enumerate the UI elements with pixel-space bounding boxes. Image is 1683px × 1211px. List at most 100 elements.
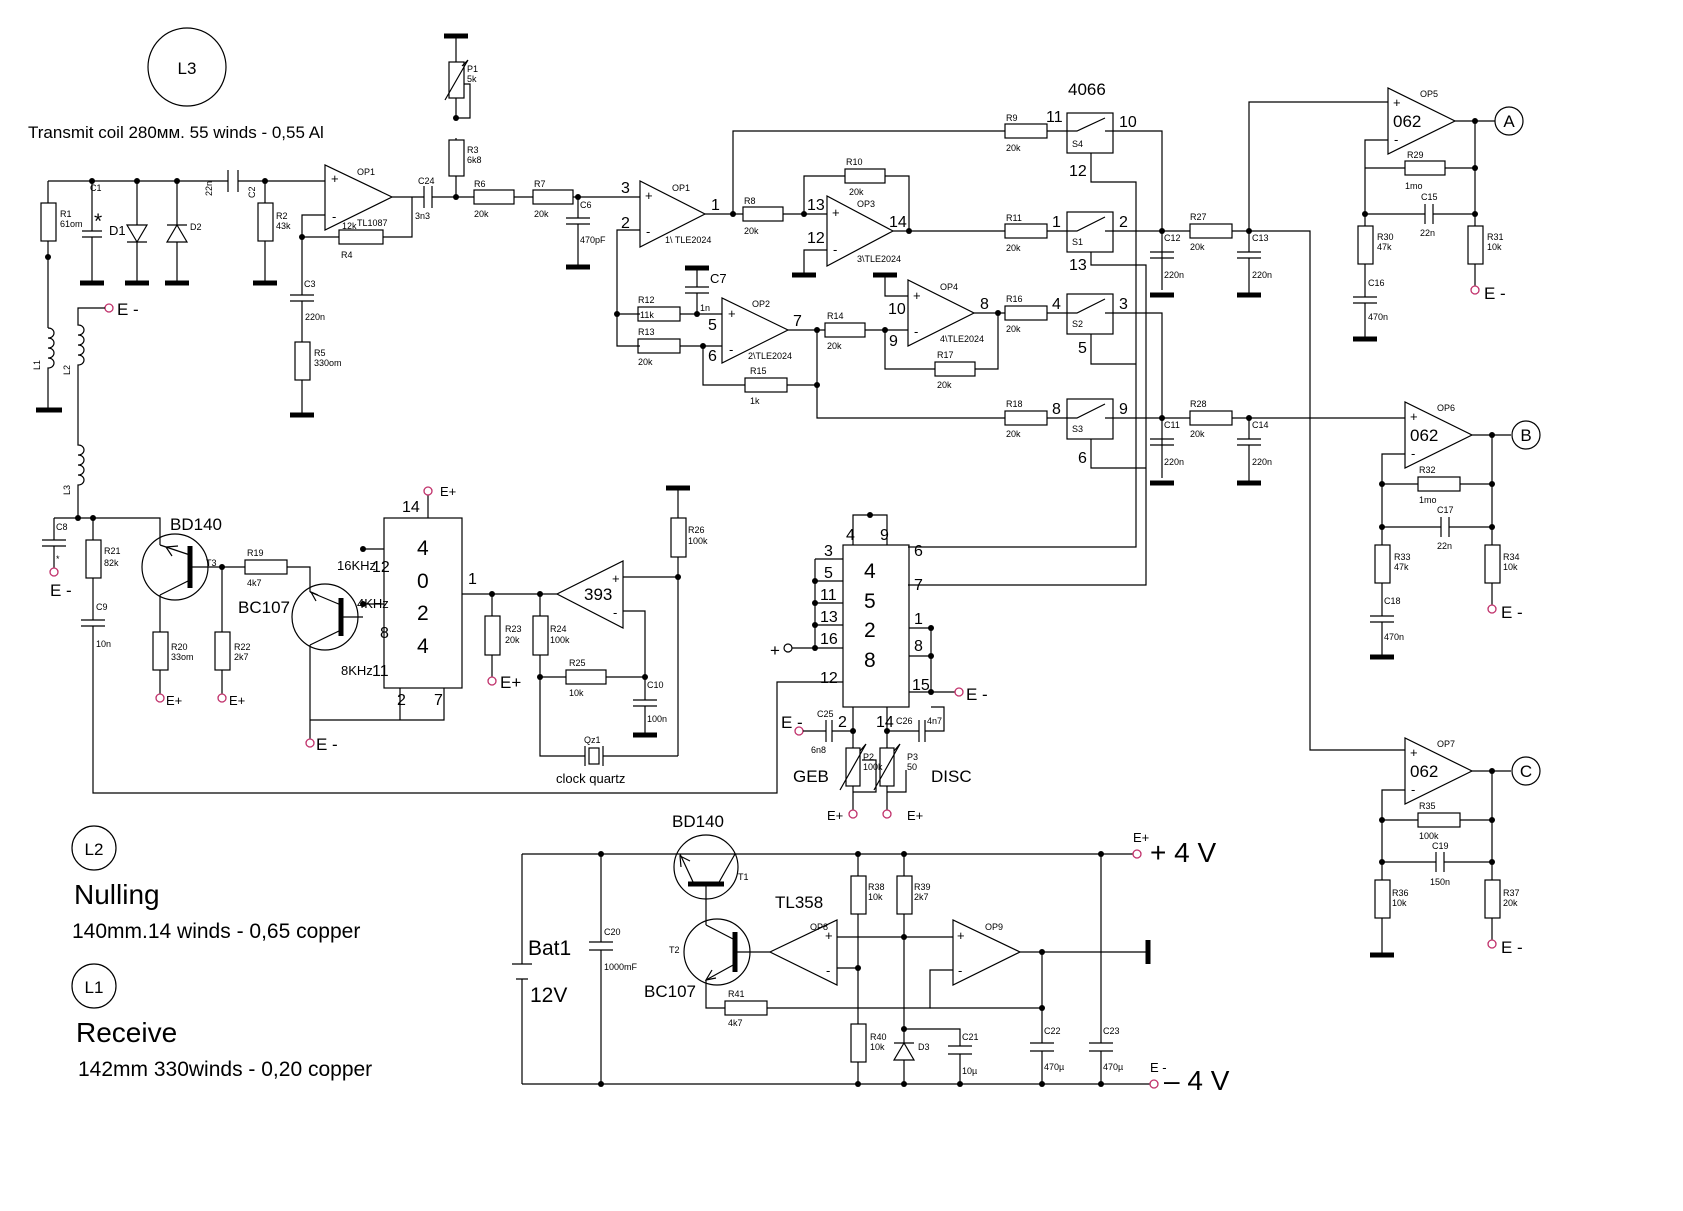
svg-text:14: 14: [402, 499, 420, 516]
svg-text:4: 4: [417, 537, 429, 560]
r22-name: R22: [234, 642, 251, 652]
r11-name: R11: [1006, 213, 1022, 223]
coil-l1-circle: [71, 963, 117, 1009]
svg-text:1: 1: [914, 611, 923, 628]
svg-text:2: 2: [1119, 214, 1128, 231]
r17-name: R17: [937, 350, 954, 360]
c25-e-neg: E -: [781, 713, 803, 732]
svg-text:2: 2: [838, 714, 847, 731]
r23-name: R23: [505, 624, 522, 634]
c8-name: C8: [56, 522, 68, 532]
r21-value: 82k: [104, 558, 119, 568]
r10-value: 20k: [849, 187, 864, 197]
svg-text:2: 2: [397, 692, 406, 709]
svg-text:+: +: [913, 288, 921, 303]
r36-value: 10k: [1392, 898, 1407, 908]
svg-text:-: -: [958, 963, 962, 978]
svg-text:S3: S3: [1072, 424, 1083, 434]
c11-value: 220n: [1164, 457, 1184, 467]
p2-name: P2: [863, 752, 874, 762]
svg-text:2: 2: [621, 215, 630, 232]
r25-name: R25: [569, 658, 586, 668]
svg-text:4: 4: [417, 635, 429, 658]
c16-value: 470n: [1368, 312, 1388, 322]
coil-l3-label: L3: [178, 59, 197, 78]
c14-name: C14: [1252, 420, 1269, 430]
svg-text:+: +: [1393, 95, 1401, 110]
c10-value: 100n: [647, 714, 667, 724]
chip-4066-label: 4066: [1068, 80, 1106, 99]
r41-value: 4k7: [728, 1018, 743, 1028]
c15-name: C15: [1421, 192, 1438, 202]
c4528-plus: +: [770, 641, 780, 660]
r35-name: R35: [1419, 801, 1436, 811]
c18-name: C18: [1384, 596, 1401, 606]
output-a-circle: [1494, 106, 1524, 136]
svg-text:3: 3: [621, 180, 630, 197]
t3-type: BD140: [170, 515, 222, 534]
r5-name: R5: [314, 348, 326, 358]
t1-arrow: [679, 854, 691, 868]
r3-value: 6k8: [467, 155, 482, 165]
svg-text:5: 5: [824, 565, 833, 582]
l3-name: L3: [62, 485, 72, 495]
r4-name: R4: [341, 250, 353, 260]
r31-name: R31: [1487, 232, 1504, 242]
battery-voltage: 12V: [530, 984, 567, 1007]
r38-name: R38: [868, 882, 885, 892]
c23-name: C23: [1103, 1026, 1120, 1036]
op1b-name: OP1: [672, 183, 690, 193]
r8-name: R8: [744, 196, 756, 206]
r23-value: 20k: [505, 635, 520, 645]
op1a-name: OP1: [357, 167, 375, 177]
op5-e-neg: E -: [1484, 284, 1506, 303]
switch-s3: [1066, 398, 1114, 440]
r33-name: R33: [1394, 552, 1411, 562]
r24-name: R24: [550, 624, 567, 634]
r28-name: R28: [1190, 399, 1207, 409]
svg-text:+: +: [612, 571, 620, 586]
r10-name: R10: [846, 157, 863, 167]
c26-value: 4n7: [927, 716, 942, 726]
op9-triangle: [952, 919, 1022, 986]
svg-text:8: 8: [380, 625, 389, 642]
r19-name: R19: [247, 548, 264, 558]
svg-text:-: -: [646, 224, 650, 239]
f8-label: 8KHz: [341, 663, 373, 678]
r37-value: 20k: [1503, 898, 1518, 908]
c7-name: C7: [710, 271, 727, 286]
svg-text:7: 7: [914, 577, 923, 594]
r7-name: R7: [534, 179, 546, 189]
svg-text:+: +: [331, 171, 339, 186]
svg-text:5: 5: [708, 317, 717, 334]
op5-triangle: [1387, 87, 1457, 155]
coil-l2-desc: 140mm.14 winds - 0,65 copper: [72, 920, 360, 943]
d3-name: D3: [918, 1042, 930, 1052]
r18-value: 20k: [1006, 429, 1021, 439]
r24-value: 100k: [550, 635, 570, 645]
op2-type: 2\TLE2024: [748, 351, 792, 361]
svg-text:2: 2: [417, 602, 429, 625]
svg-text:6: 6: [1078, 450, 1087, 467]
c13-value: 220n: [1252, 270, 1272, 280]
svg-text:12: 12: [820, 670, 838, 687]
chip-4024: [383, 517, 463, 689]
svg-text:15: 15: [912, 677, 930, 694]
c23-value: 470µ: [1103, 1062, 1123, 1072]
op3-triangle: [826, 195, 895, 267]
op5-name: OP5: [1420, 89, 1438, 99]
svg-text:4: 4: [846, 527, 855, 544]
c24-value: 3n3: [415, 211, 430, 221]
t1-name: T1: [738, 872, 749, 882]
svg-text:10: 10: [888, 301, 906, 318]
op3-name: OP3: [857, 199, 875, 209]
bc107-e-neg: E -: [316, 735, 338, 754]
op2-triangle: [721, 297, 790, 364]
r27-name: R27: [1190, 212, 1207, 222]
r41-name: R41: [728, 989, 745, 999]
c6-name: C6: [580, 200, 592, 210]
c8-e-neg: E -: [50, 581, 72, 600]
c26-name: C26: [896, 716, 913, 726]
r2-value: 43k: [276, 221, 291, 231]
r15-value: 1k: [750, 396, 760, 406]
